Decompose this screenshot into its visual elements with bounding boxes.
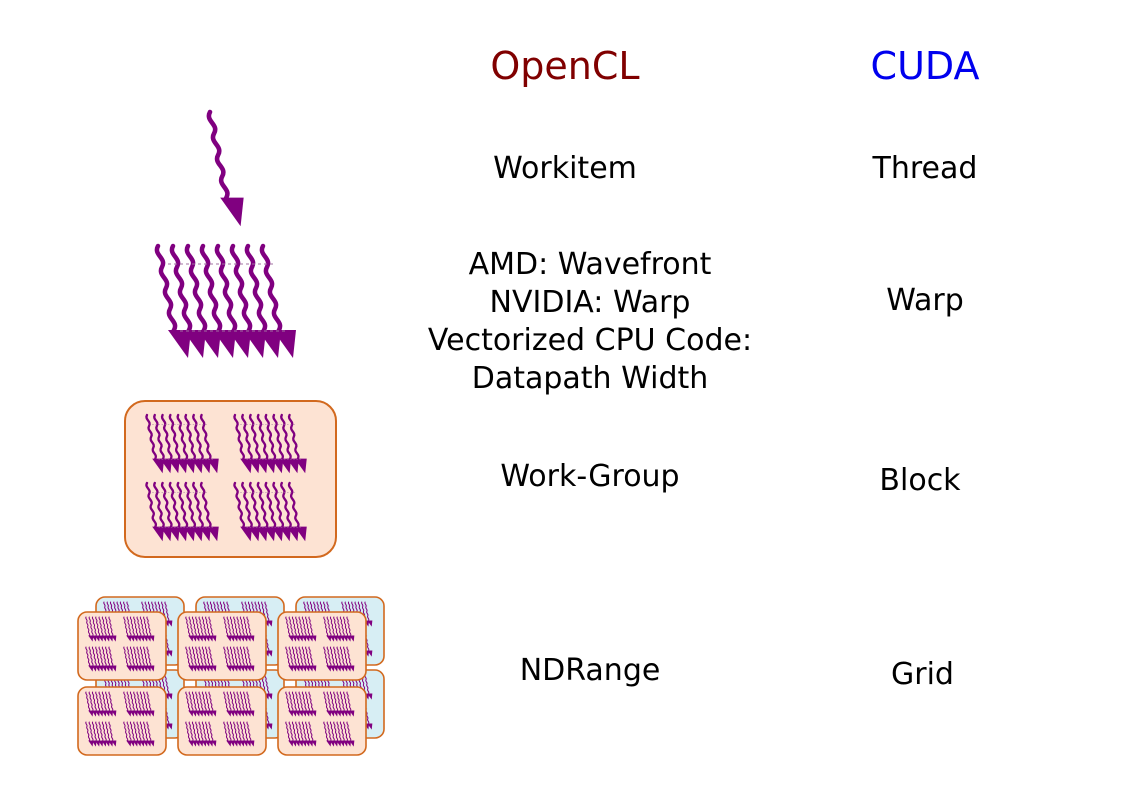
cuda-warp-label: Warp (886, 283, 964, 318)
opencl-warp-line-2: NVIDIA: Warp (489, 285, 691, 320)
opencl-warp-line-4: Datapath Width (471, 361, 709, 396)
single-thread-icon (209, 112, 244, 226)
work-group-icon (125, 401, 336, 557)
opencl-ndrange-label: NDRange (519, 653, 661, 688)
cuda-block-label: Block (879, 463, 961, 498)
warp-icon (157, 246, 296, 358)
opencl-work-group-label: Work-Group (500, 459, 680, 494)
cuda-thread-label: Thread (872, 151, 978, 186)
cuda-header: CUDA (870, 44, 980, 88)
opencl-workitem-label: Workitem (493, 151, 637, 186)
cuda-grid-label: Grid (891, 657, 954, 692)
opencl-warp-line-1: AMD: Wavefront (468, 247, 712, 282)
ndrange-icon (78, 597, 384, 755)
opencl-header: OpenCL (490, 44, 640, 88)
opencl-warp-line-3: Vectorized CPU Code: (427, 323, 753, 358)
